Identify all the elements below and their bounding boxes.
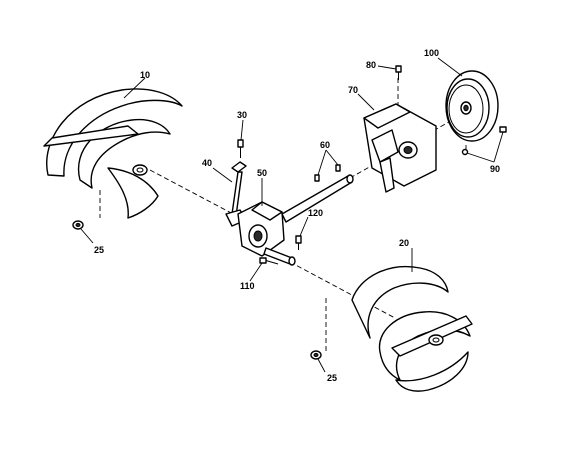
callout-120: 120 <box>308 208 323 218</box>
callout-25-right: 25 <box>327 373 337 383</box>
callout-90: 90 <box>490 164 500 174</box>
callout-10: 10 <box>140 70 150 80</box>
gear-case-part-50 <box>237 174 354 266</box>
callout-labels: 10 25 30 40 50 60 120 110 20 25 70 80 10… <box>94 48 500 383</box>
bolt-part-120 <box>295 235 302 250</box>
callout-40: 40 <box>202 158 212 168</box>
pulley-part-100 <box>445 70 499 142</box>
callout-30: 30 <box>237 110 247 120</box>
callout-100: 100 <box>424 48 439 58</box>
housing-part-70 <box>363 103 437 193</box>
callout-25-left: 25 <box>94 245 104 255</box>
bolt-part-80 <box>395 65 402 80</box>
callout-70: 70 <box>348 85 358 95</box>
nut-part-25-left <box>72 220 84 230</box>
callout-20: 20 <box>399 238 409 248</box>
left-auger-part-10 <box>43 88 183 219</box>
callout-80: 80 <box>366 60 376 70</box>
bolt-part-110 <box>259 257 279 265</box>
nut-part-25-right <box>310 350 322 360</box>
callout-60: 60 <box>320 140 330 150</box>
leader-lines <box>80 57 504 373</box>
bracket-part-40 <box>225 161 247 227</box>
callout-50: 50 <box>257 168 267 178</box>
callout-110: 110 <box>240 281 255 291</box>
bolt-part-30 <box>237 139 244 158</box>
right-auger-part-20 <box>351 266 473 392</box>
